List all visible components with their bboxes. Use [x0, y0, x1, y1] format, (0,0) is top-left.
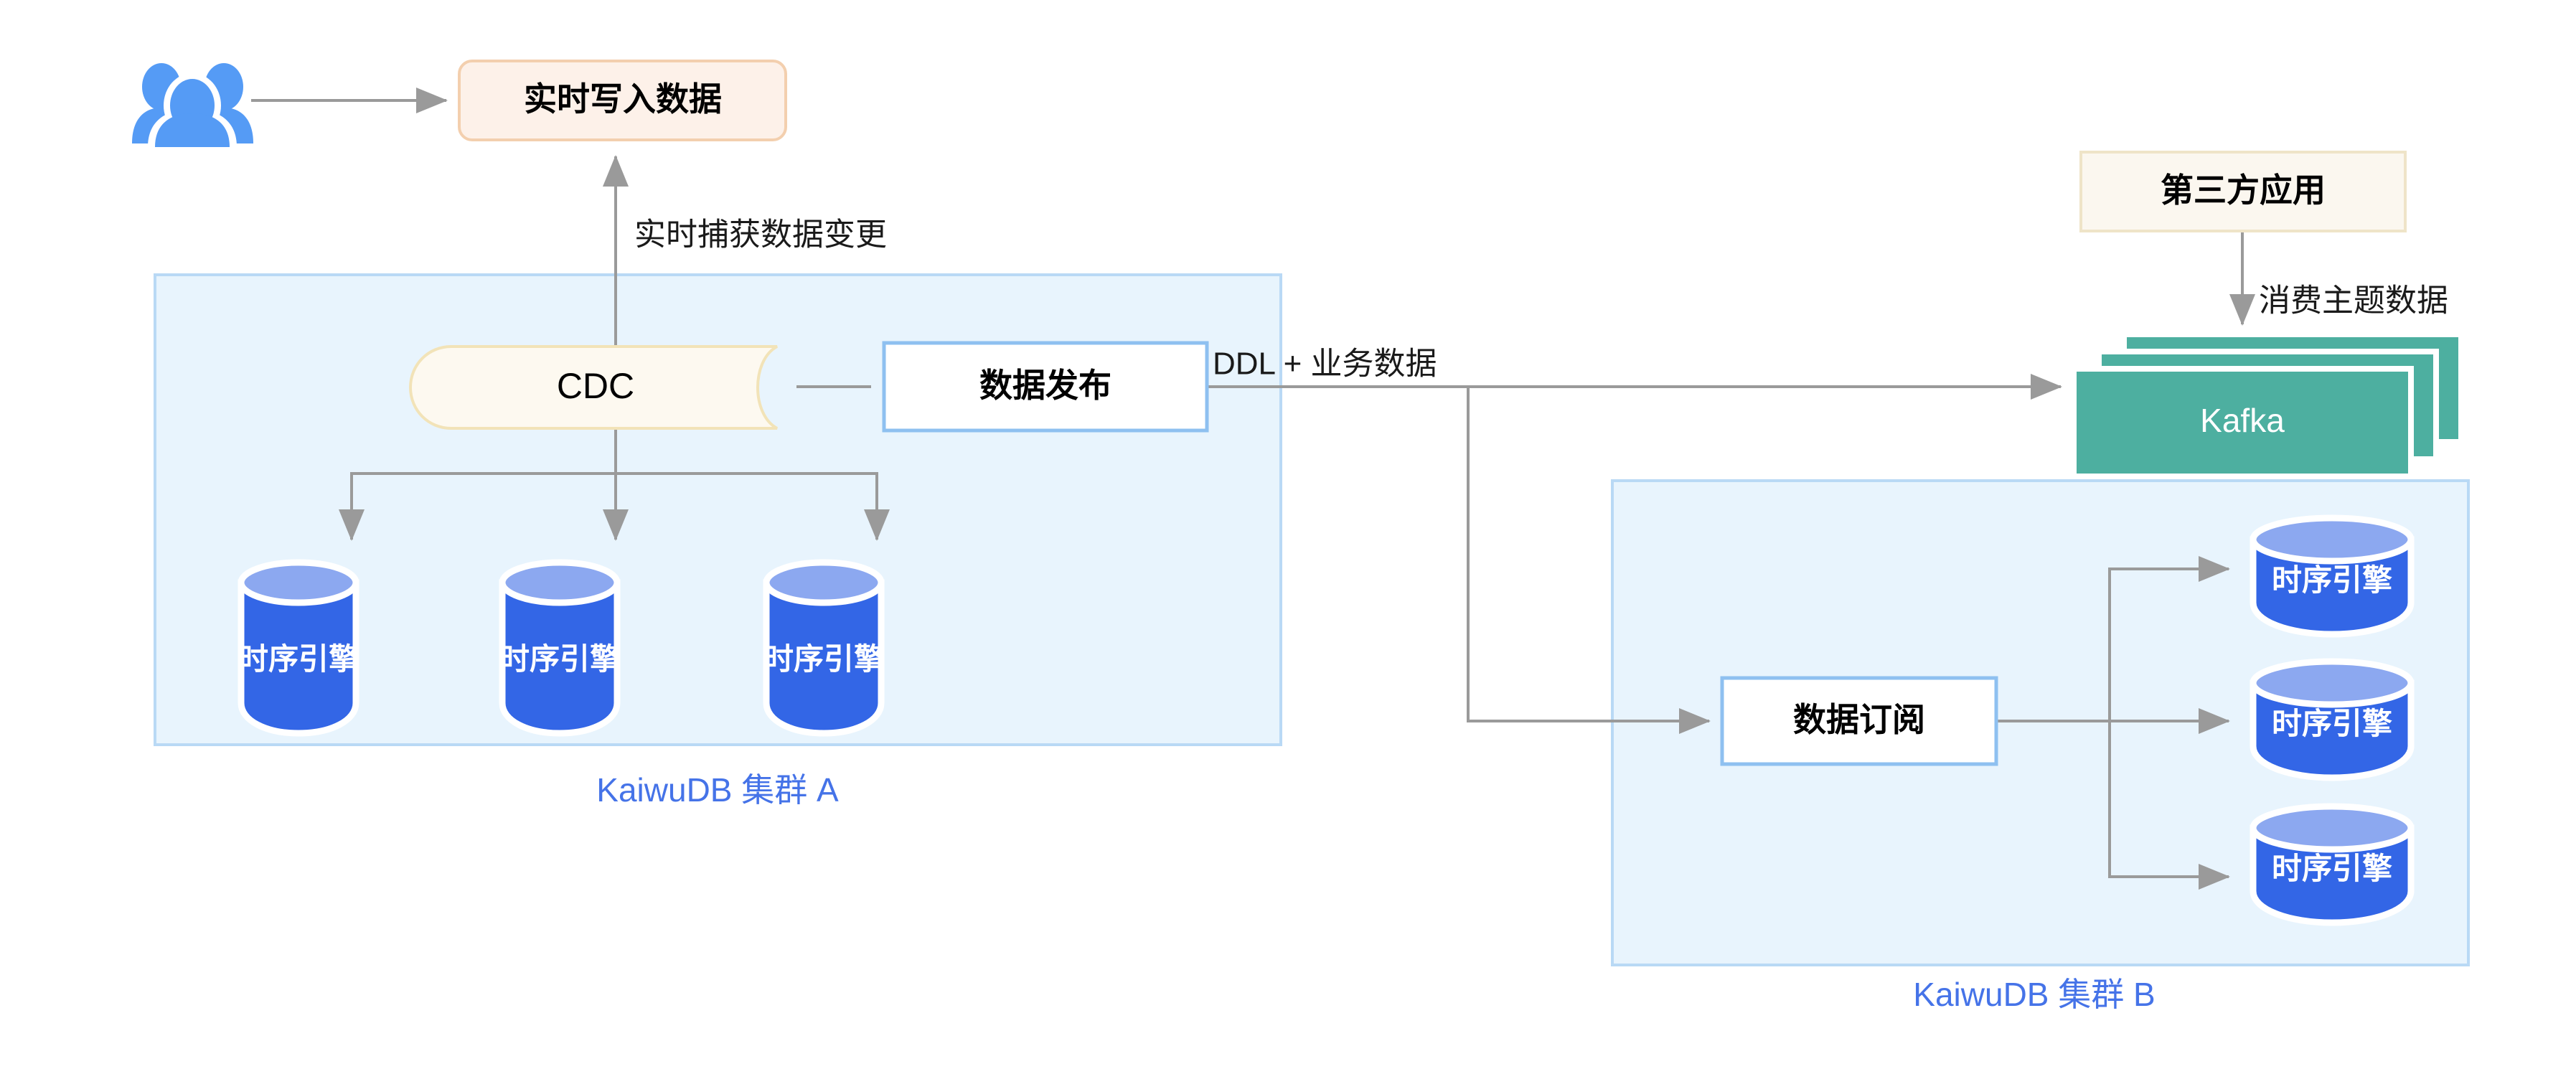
engine-cylinder-top [238, 559, 359, 606]
realtime-write-node[interactable]: 实时写入数据 [458, 60, 787, 141]
data-subscribe-box[interactable] [1720, 676, 1998, 766]
cluster-a-engine-1[interactable]: 时序引擎 [238, 559, 359, 737]
data-publish-box[interactable] [882, 341, 1209, 433]
engine-cylinder-top [2250, 658, 2415, 708]
third-party-app-node[interactable]: 第三方应用 [2079, 151, 2407, 232]
realtime-write-box[interactable] [458, 60, 787, 141]
edge-cdc-to-engine-1 [339, 428, 617, 541]
engine-cylinder-body[interactable] [2250, 679, 2415, 781]
data-subscribe-node[interactable]: 数据订阅 [1720, 676, 1998, 766]
engine-cylinder-body[interactable] [763, 579, 885, 737]
cluster-a-engine-2[interactable]: 时序引擎 [499, 559, 621, 737]
edges-layer [251, 88, 2255, 890]
cluster-b-engine-3[interactable]: 时序引擎 [2250, 803, 2415, 926]
engine-cylinder-body[interactable] [499, 579, 621, 737]
cdc-shape[interactable] [408, 345, 779, 430]
data-publish-node[interactable]: 数据发布 [882, 341, 1209, 433]
engine-label: 时序引擎 [499, 642, 620, 676]
engine-cylinder-top [499, 559, 621, 606]
cluster-a-engine-3[interactable]: 时序引擎 [763, 559, 885, 737]
engine-label: 时序引擎 [763, 642, 884, 676]
third-party-app-label: 第三方应用 [2161, 171, 2326, 209]
cluster-b-label: KaiwuDB 集群 B [1913, 976, 2155, 1013]
engine-cylinder-top [2250, 803, 2415, 853]
edge-subscribe-to-engine-3 [2108, 721, 2230, 890]
third-party-app-box[interactable] [2079, 151, 2407, 232]
engine-cylinder-top [2250, 514, 2415, 565]
edge-publish-to-subscribe [1467, 387, 1711, 734]
edge-label-capture-change: 实时捕获数据变更 [634, 217, 887, 253]
data-subscribe-label: 数据订阅 [1793, 701, 1925, 738]
kafka-label: Kafka [2200, 402, 2285, 439]
engine-label: 时序引擎 [238, 642, 359, 676]
realtime-write-label: 实时写入数据 [524, 80, 722, 118]
cluster-a-label: KaiwuDB 集群 A [596, 771, 839, 809]
edge-label-ddl-business: DDL + 业务数据 [1213, 347, 1437, 382]
kafka-stack-layer-front[interactable] [2071, 366, 2414, 479]
engine-cylinder-body[interactable] [2250, 536, 2415, 638]
edge-label-consume-topic: 消费主题数据 [2259, 283, 2448, 319]
data-publish-label: 数据发布 [979, 367, 1111, 404]
cluster-b-engine-1[interactable]: 时序引擎 [2250, 514, 2415, 638]
engine-cylinder-top [763, 559, 885, 606]
edge-cdc-to-engine-3 [616, 472, 890, 541]
cluster-b-engine-2[interactable]: 时序引擎 [2250, 658, 2415, 781]
cdc-label: CDC [557, 366, 634, 406]
engine-label: 时序引擎 [2272, 563, 2392, 597]
engine-cylinder-body[interactable] [2250, 824, 2415, 926]
cdc-node[interactable]: CDC [408, 345, 779, 430]
users-group-icon [132, 63, 253, 147]
kafka-node[interactable]: Kafka [2071, 331, 2464, 479]
engine-label: 时序引擎 [2272, 707, 2392, 740]
engine-label: 时序引擎 [2272, 852, 2392, 885]
engine-cylinder-body[interactable] [238, 579, 359, 737]
edge-labels-layer: 实时捕获数据变更 DDL + 业务数据 消费主题数据 [634, 217, 2448, 382]
